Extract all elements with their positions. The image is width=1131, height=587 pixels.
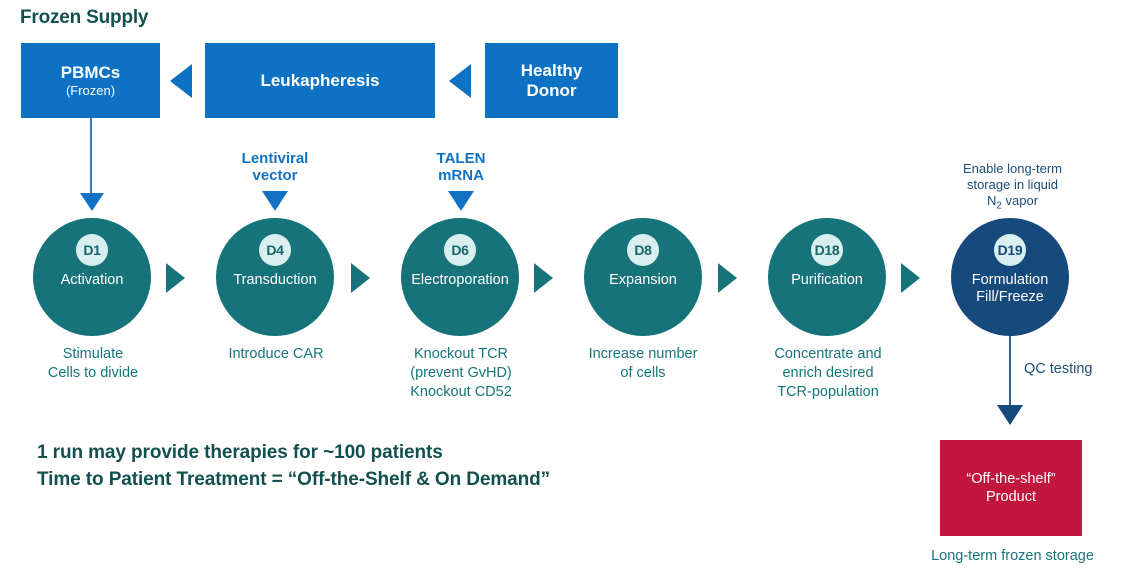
input-label-lentiviral-vector: Lentiviral vector <box>215 150 335 184</box>
supply-box-pbmcs-label: PBMCs <box>60 62 121 82</box>
day-badge-d6: D6 <box>444 234 476 266</box>
note-storage-n: N <box>986 192 997 208</box>
qc-testing-label: QC testing <box>1024 361 1093 377</box>
step-caption-purification: Concentrate and enrich desired TCR-popul… <box>774 346 882 401</box>
day-badge-d18: D18 <box>811 234 843 266</box>
summary-statement: 1 run may provide therapies for ~100 pat… <box>37 442 551 490</box>
note-long-term-storage: Enable long-term storage in liquid N2 va… <box>940 161 1085 213</box>
note-storage-line1: Enable long-term <box>963 161 1062 176</box>
input-label-talen-line2: mRNA <box>438 167 484 185</box>
process-circle-electroporation: D6 Electroporation <box>401 218 519 336</box>
arrow-right-electroporation-to-expansion-icon <box>534 263 553 293</box>
note-storage-vapor: vapor <box>1001 192 1039 208</box>
arrow-left-donor-to-leukapheresis-icon <box>449 64 471 98</box>
day-badge-d4: D4 <box>259 234 291 266</box>
supply-box-pbmcs: PBMCs (Frozen) <box>21 43 160 118</box>
process-circle-purification-label: Purification <box>791 272 863 288</box>
step-caption-expansion: Increase number of cells <box>588 346 698 382</box>
input-label-lentiviral-line1: Lentiviral <box>241 150 309 167</box>
process-circle-electroporation-label: Electroporation <box>411 272 509 288</box>
arrow-down-talen-icon <box>448 191 474 211</box>
connector-formulation-to-product <box>1009 336 1011 410</box>
arrow-right-activation-to-transduction-icon <box>166 263 185 293</box>
arrow-right-expansion-to-purification-icon <box>718 263 737 293</box>
process-circle-expansion: D8 Expansion <box>584 218 702 336</box>
process-circle-activation-label: Activation <box>60 272 124 288</box>
process-circle-transduction-label: Transduction <box>233 272 317 288</box>
day-badge-d19: D19 <box>994 234 1026 266</box>
arrow-right-purification-to-formulation-icon <box>901 263 920 293</box>
process-circle-activation: D1 Activation <box>33 218 151 336</box>
input-label-talen-line1: TALEN <box>436 150 486 167</box>
note-storage-subscript: 2 <box>996 200 1002 212</box>
connector-pbmcs-to-activation <box>90 118 92 197</box>
day-badge-d1: D1 <box>76 234 108 266</box>
process-circle-expansion-label: Expansion <box>609 272 677 288</box>
arrow-left-leukapheresis-to-pbmcs-icon <box>170 64 192 98</box>
arrow-down-pbmcs-to-activation-icon <box>80 193 104 211</box>
arrow-right-transduction-to-electroporation-icon <box>351 263 370 293</box>
step-caption-transduction: Introduce CAR <box>228 346 324 362</box>
product-box-off-the-shelf: “Off-the-shelf” Product <box>940 440 1082 536</box>
arrow-down-lentiviral-icon <box>262 191 288 211</box>
supply-box-healthy-donor: Healthy Donor <box>485 43 618 118</box>
supply-box-healthy-donor-sublabel: Donor <box>526 80 577 100</box>
input-label-lentiviral-line2: vector <box>252 167 298 185</box>
product-caption-long-term-frozen-storage: Long-term frozen storage <box>931 548 1094 564</box>
section-title-frozen-supply: Frozen Supply <box>20 7 149 28</box>
supply-box-healthy-donor-label: Healthy <box>520 60 583 80</box>
step-caption-electroporation: Knockout TCR (prevent GvHD) Knockout CD5… <box>410 346 512 401</box>
process-circle-formulation-label: Formulation Fill/Freeze <box>971 272 1049 305</box>
process-circle-transduction: D4 Transduction <box>216 218 334 336</box>
note-storage-line3: N2 vapor <box>940 193 1085 213</box>
note-storage-line2: storage in liquid <box>966 176 1059 192</box>
day-badge-d8: D8 <box>627 234 659 266</box>
supply-box-pbmcs-sublabel: (Frozen) <box>65 83 116 99</box>
process-circle-purification: D18 Purification <box>768 218 886 336</box>
process-circle-formulation: D19 Formulation Fill/Freeze <box>951 218 1069 336</box>
step-caption-activation: Stimulate Cells to divide <box>47 346 139 382</box>
supply-box-leukapheresis: Leukapheresis <box>205 43 435 118</box>
arrow-down-qc-testing-icon <box>997 405 1023 425</box>
supply-box-leukapheresis-label: Leukapheresis <box>260 70 380 90</box>
input-label-talen-mrna: TALEN mRNA <box>402 150 520 184</box>
